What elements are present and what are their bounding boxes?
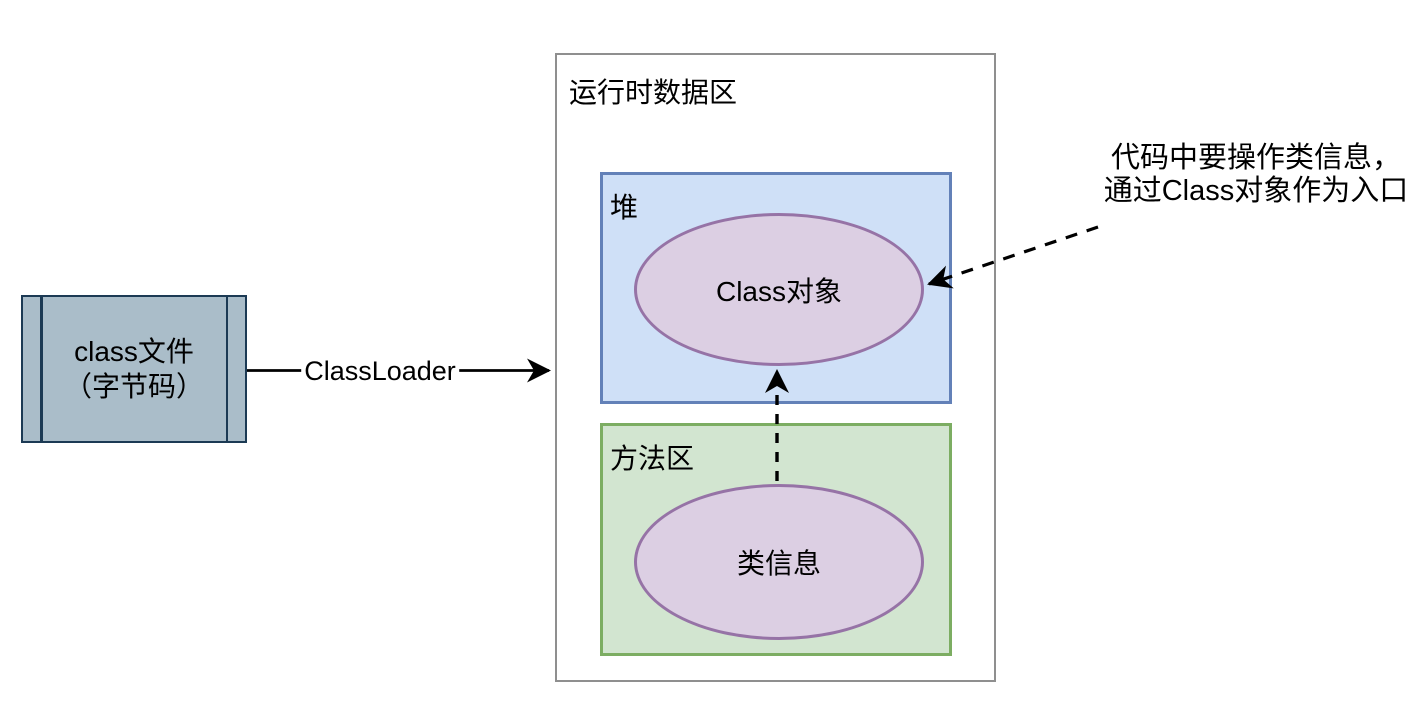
class-file-left-stripe xyxy=(40,297,43,441)
annotation-text: 代码中要操作类信息， 通过Class对象作为入口 xyxy=(1088,142,1418,208)
heap-box: 堆 Class对象 xyxy=(600,172,952,404)
class-file-label: class文件 （字节码） xyxy=(64,334,204,404)
runtime-data-area-box: 运行时数据区 堆 Class对象 方法区 类信息 xyxy=(555,53,996,682)
class-object-ellipse: Class对象 xyxy=(634,213,924,366)
class-info-ellipse: 类信息 xyxy=(634,484,924,640)
annotation-line2: 通过Class对象作为入口 xyxy=(1103,175,1409,207)
class-file-label-line2: （字节码） xyxy=(63,371,204,402)
annotation-line1: 代码中要操作类信息， xyxy=(1110,142,1401,174)
class-file-right-stripe xyxy=(225,297,228,441)
heap-label: 堆 xyxy=(610,192,639,223)
class-object-label: Class对象 xyxy=(715,275,842,307)
classloader-edge-label: ClassLoader xyxy=(301,356,459,387)
class-file-label-line1: class文件 xyxy=(74,336,194,367)
class-info-label: 类信息 xyxy=(736,548,821,579)
class-file-node: class文件 （字节码） xyxy=(21,295,247,443)
runtime-data-area-title: 运行时数据区 xyxy=(569,77,738,108)
method-area-label: 方法区 xyxy=(610,443,695,474)
method-area-box: 方法区 类信息 xyxy=(600,423,952,656)
